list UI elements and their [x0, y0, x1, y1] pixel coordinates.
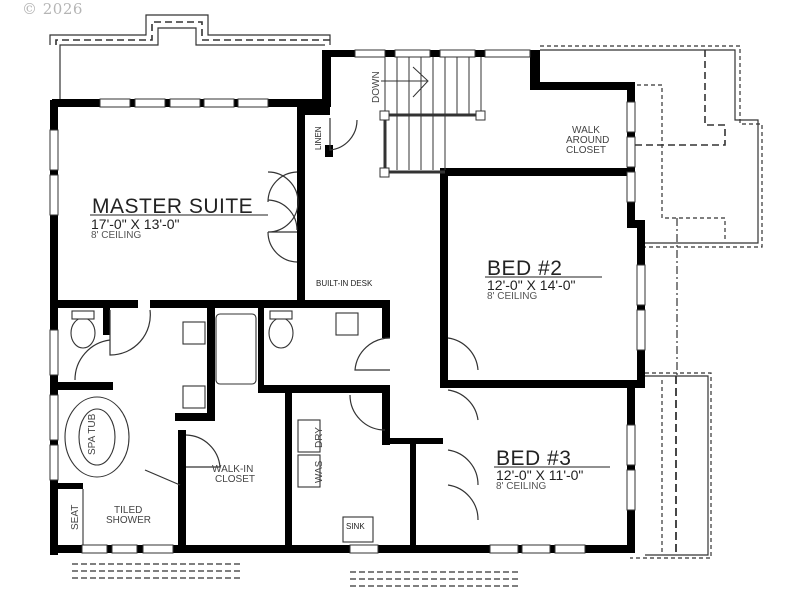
bed2-dimensions: 12'-0" X 14'-0" — [487, 277, 575, 293]
walk-around-closet-label-2: AROUND — [566, 135, 609, 146]
master-suite-label: MASTER SUITE — [92, 195, 253, 218]
bed3-ceiling: 8' CEILING — [496, 481, 546, 492]
walk-in-closet-label-1: WALK-IN — [212, 464, 253, 475]
fixtures — [64, 310, 374, 545]
bed2-label: BED #2 — [487, 257, 562, 280]
room-labels: MASTER SUITE 17'-0" X 13'-0" 8' CEILING … — [70, 71, 610, 531]
seat-label: SEAT — [70, 505, 81, 530]
roof-outline — [49, 14, 763, 559]
windows — [49, 49, 646, 554]
spa-tub-label: SPA TUB — [87, 413, 98, 455]
deck-railing — [72, 563, 520, 587]
walk-around-closet-label-1: WALK — [572, 125, 600, 136]
down-label: DOWN — [371, 71, 382, 103]
tiled-shower-label-2: SHOWER — [106, 515, 151, 526]
copyright-notice: © 2026 — [22, 0, 83, 18]
bed2-ceiling: 8' CEILING — [487, 291, 537, 302]
walk-in-closet-label-2: CLOSET — [215, 474, 255, 485]
tiled-shower-label-1: TILED — [114, 505, 142, 516]
doors — [74, 118, 479, 521]
walk-around-closet-label-3: CLOSET — [566, 145, 606, 156]
linen-label: LINEN — [314, 126, 323, 150]
bed3-dimensions: 12'-0" X 11'-0" — [496, 467, 583, 483]
staircase — [379, 57, 486, 178]
master-suite-dimensions: 17'-0" X 13'-0" — [91, 216, 179, 232]
dry-label: DRY — [314, 427, 325, 448]
washer-label: WAS — [314, 460, 325, 483]
bed3-label: BED #3 — [496, 447, 571, 470]
built-in-desk-label: BUILT-IN DESK — [316, 279, 373, 288]
sink-label: SINK — [346, 522, 365, 531]
master-suite-ceiling: 8' CEILING — [91, 230, 141, 241]
